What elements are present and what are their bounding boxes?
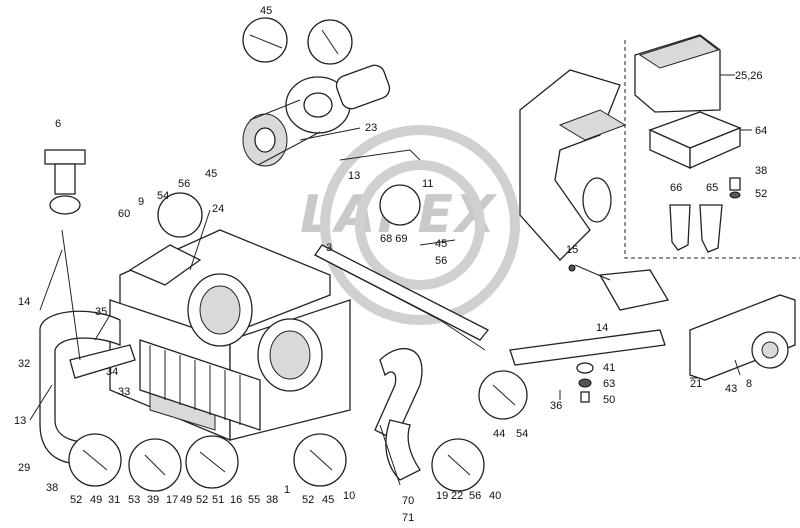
label-66: 66 [670, 182, 683, 194]
hoses [39, 310, 423, 481]
fan-assembly [242, 64, 391, 167]
label-11: 11 [422, 178, 434, 190]
label-25-26: 25,26 [735, 70, 763, 82]
detail-circle-top [242, 17, 353, 65]
label-55: 55 [248, 494, 261, 506]
label-14-right: 14 [596, 322, 609, 334]
label-56-mid: 56 [435, 255, 448, 267]
label-40: 40 [489, 490, 502, 502]
label-3: 3 [326, 242, 333, 254]
label-52-c: 52 [302, 494, 315, 506]
label-45-bottom: 45 [322, 494, 335, 506]
label-19: 19 [436, 490, 449, 502]
label-56-top: 56 [178, 178, 191, 190]
radiator [139, 339, 261, 431]
label-54-bottom: 54 [516, 428, 529, 440]
label-49-a: 49 [90, 494, 103, 506]
label-34: 34 [106, 366, 119, 378]
leader-lines [29, 74, 752, 486]
label-45-mid: 45 [435, 238, 448, 250]
label-53: 53 [128, 494, 141, 506]
label-23: 23 [365, 122, 378, 134]
watermark-gear-icon [320, 125, 520, 325]
label-52-b: 52 [196, 494, 209, 506]
label-50: 50 [603, 394, 616, 406]
label-22: 22 [451, 490, 464, 502]
bracket-15 [568, 264, 670, 311]
label-45-small: 45 [205, 168, 218, 180]
label-44: 44 [493, 428, 506, 440]
label-52-a: 52 [70, 494, 83, 506]
label-38-left: 38 [46, 482, 59, 494]
label-21: 21 [690, 378, 703, 390]
label-9: 9 [138, 196, 145, 208]
label-1: 1 [284, 484, 291, 496]
label-41: 41 [603, 362, 616, 374]
label-17: 17 [166, 494, 179, 506]
label-49-b: 49 [180, 494, 193, 506]
label-60: 60 [118, 208, 131, 220]
label-29: 29 [18, 462, 31, 474]
label-51: 51 [212, 494, 225, 506]
duct-box [519, 69, 627, 261]
label-33: 33 [118, 386, 131, 398]
label-65: 65 [706, 182, 719, 194]
label-10: 10 [343, 490, 356, 502]
label-15: 15 [566, 244, 579, 256]
label-43: 43 [725, 383, 738, 395]
label-38-right: 38 [755, 165, 768, 177]
brackets-66-65 [669, 177, 741, 253]
label-16: 16 [230, 494, 243, 506]
label-52-right: 52 [755, 188, 768, 200]
label-45-top: 45 [260, 5, 273, 17]
label-39: 39 [147, 494, 160, 506]
valve-6 [44, 149, 86, 361]
label-8: 8 [746, 378, 753, 390]
label-56-bottom: 56 [469, 490, 482, 502]
label-13-mid: 13 [348, 170, 361, 182]
heater-body [109, 229, 351, 441]
rods [314, 149, 666, 366]
label-32: 32 [18, 358, 31, 370]
filter-box [634, 34, 742, 170]
label-14-left: 14 [18, 296, 31, 308]
panel-21 [689, 294, 796, 381]
label-6: 6 [55, 118, 62, 130]
label-64: 64 [755, 125, 768, 137]
label-63: 63 [603, 378, 616, 390]
detail-circles-bottom [68, 184, 528, 492]
label-54-top: 54 [157, 190, 170, 202]
label-36: 36 [550, 400, 563, 412]
label-31: 31 [108, 494, 121, 506]
label-38-b: 38 [266, 494, 279, 506]
label-35: 35 [95, 306, 108, 318]
hardware-41-63-50 [576, 362, 594, 403]
label-71: 71 [402, 512, 415, 524]
label-68-69: 68 69 [380, 233, 408, 245]
label-24: 24 [212, 203, 225, 215]
label-13-left: 13 [14, 415, 27, 427]
label-70: 70 [402, 495, 415, 507]
